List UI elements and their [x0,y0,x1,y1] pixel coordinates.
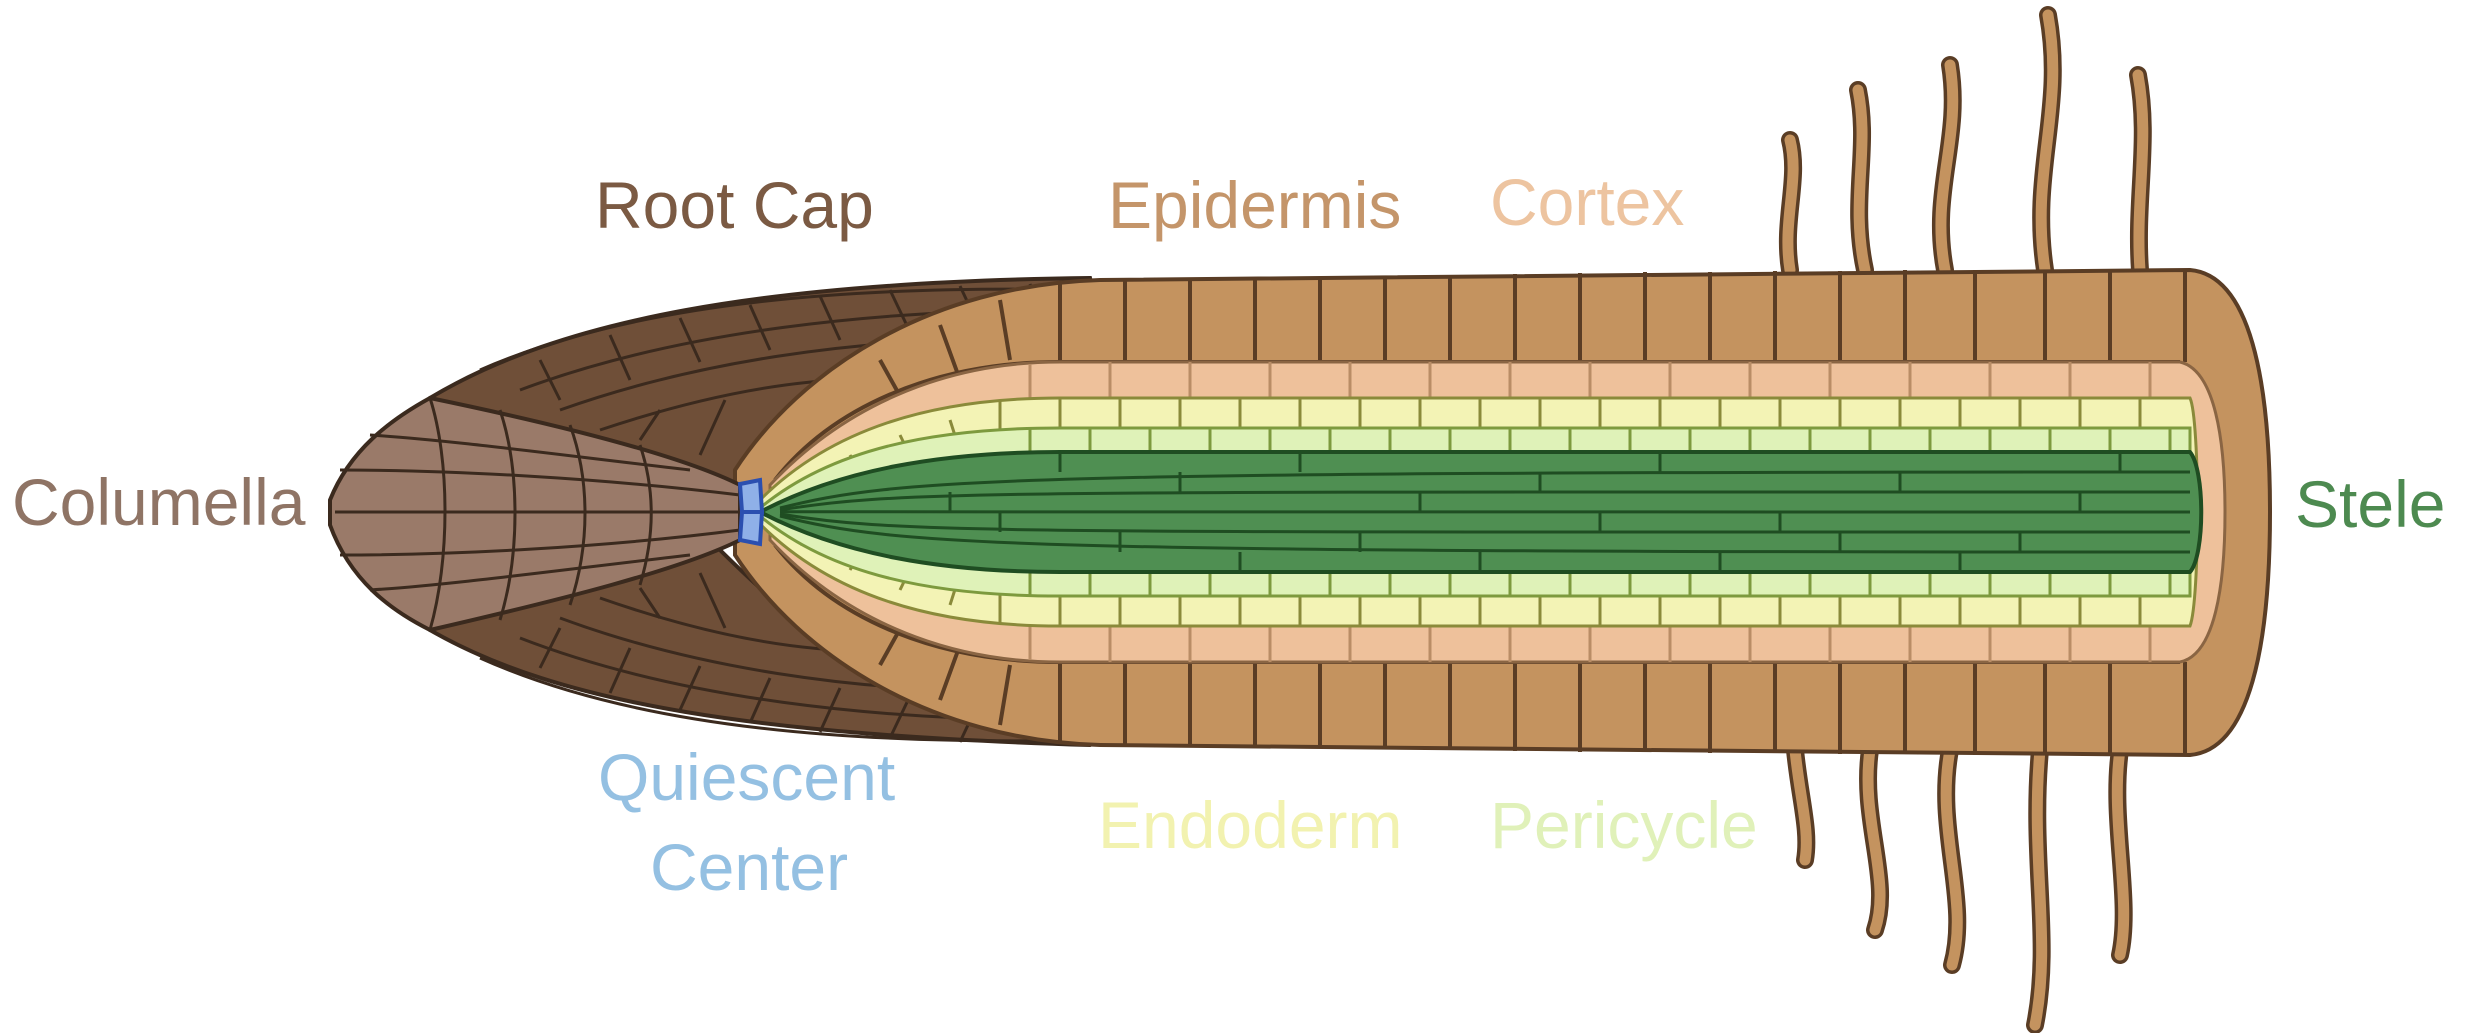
label-endoderm: Endoderm [1098,788,1403,862]
label-quiescent-line1: Quiescent [598,740,895,814]
label-stele: Stele [2295,467,2445,541]
label-quiescent-line2: Center [650,830,848,904]
label-cortex: Cortex [1490,165,1684,239]
label-pericycle: Pericycle [1490,788,1758,862]
label-root-cap: Root Cap [595,168,874,242]
label-columella: Columella [12,465,306,539]
quiescent-center [740,480,762,544]
label-epidermis: Epidermis [1108,168,1401,242]
